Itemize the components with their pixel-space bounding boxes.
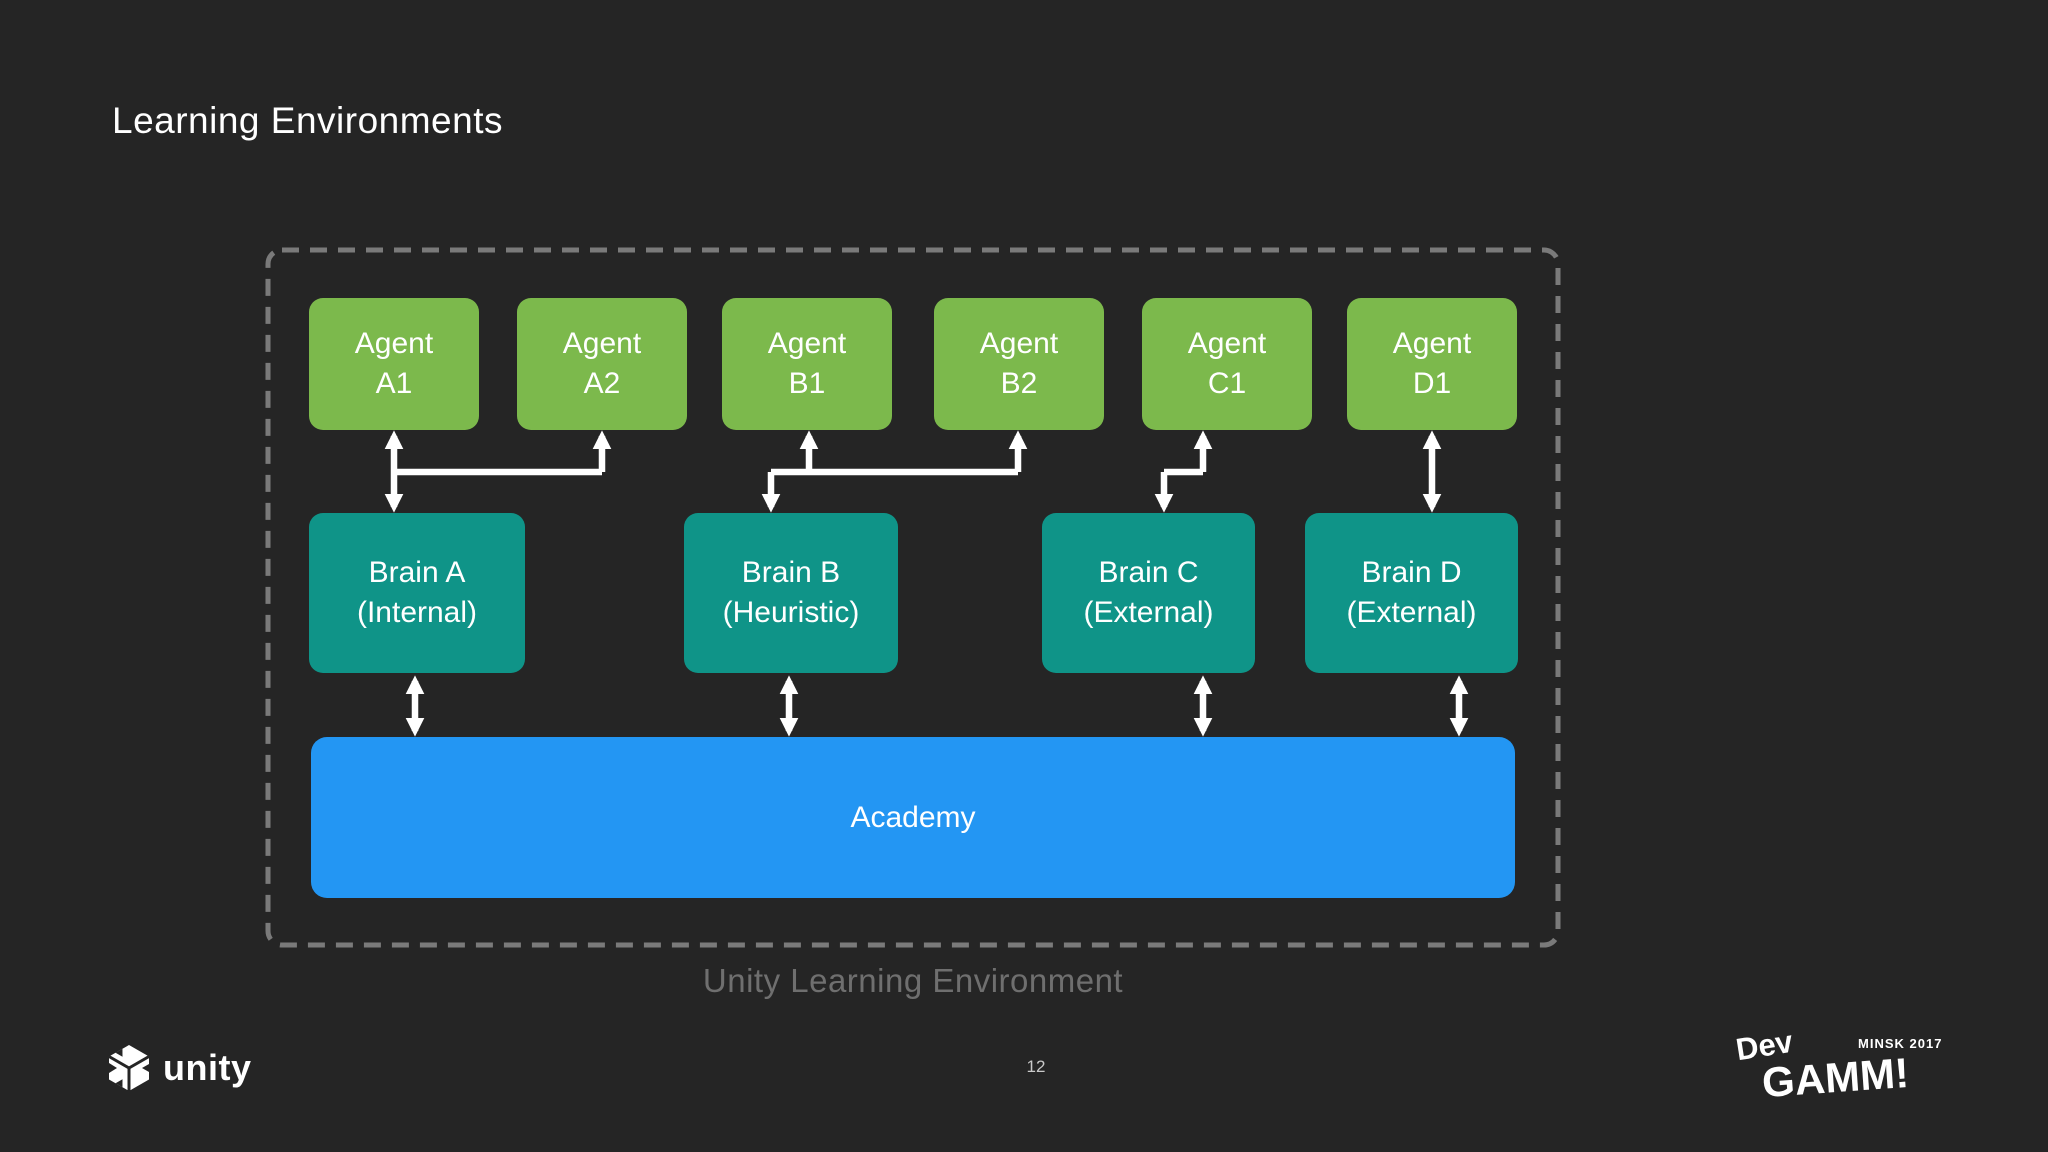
agent-kind-label: Agent [1392,327,1472,360]
brain-name-label: Brain D [1361,556,1462,589]
environment-boundary [265,247,1561,948]
agent-node-c1: Agent C1 [1142,298,1312,430]
agent-node-b1: Agent B1 [722,298,892,430]
agent-node-a2: Agent A2 [517,298,687,430]
brain-mode-label: (External) [1346,596,1477,629]
agent-kind-label: Agent [979,327,1059,360]
brain-name-label: Brain A [368,556,466,589]
agent-node-a1: Agent A1 [309,298,479,430]
agent-code-label: C1 [1207,367,1247,400]
unity-logo: unity [104,1041,252,1095]
brain-mode-label: (Internal) [356,596,478,629]
agent-code-label: B2 [1000,367,1038,400]
brain-node-b: Brain B (Heuristic) [684,513,898,673]
agent-code-label: A1 [375,367,413,400]
devgamm-event-text: MINSK 2017 [1858,1036,1943,1051]
page-number: 12 [1026,1057,1046,1076]
agent-kind-label: Agent [354,327,434,360]
agent-node-b2: Agent B2 [934,298,1104,430]
unity-wordmark: unity [163,1047,252,1088]
agent-code-label: D1 [1412,367,1452,400]
devgamm-gamm-text: GAMM! [1760,1048,1911,1107]
agent-kind-label: Agent [1187,327,1267,360]
brain-mode-label: (Heuristic) [722,596,860,629]
agent-node-d1: Agent D1 [1347,298,1517,430]
devgamm-logo: Dev MINSK 2017 GAMM! [1728,1024,1958,1110]
agent-kind-label: Agent [767,327,847,360]
agent-code-label: B1 [788,367,826,400]
brain-node-c: Brain C (External) [1042,513,1255,673]
academy-label: Academy [850,800,976,834]
academy-node: Academy [311,737,1515,898]
brain-node-a: Brain A (Internal) [309,513,525,673]
unity-cube-icon [108,1045,150,1091]
agent-kind-label: Agent [562,327,642,360]
agent-code-label: A2 [583,367,621,400]
brain-node-d: Brain D (External) [1305,513,1518,673]
environment-caption: Unity Learning Environment [702,962,1124,999]
slide-title: Learning Environments [112,100,503,141]
brain-name-label: Brain C [1098,556,1199,589]
brain-name-label: Brain B [741,556,841,589]
brain-mode-label: (External) [1083,596,1214,629]
